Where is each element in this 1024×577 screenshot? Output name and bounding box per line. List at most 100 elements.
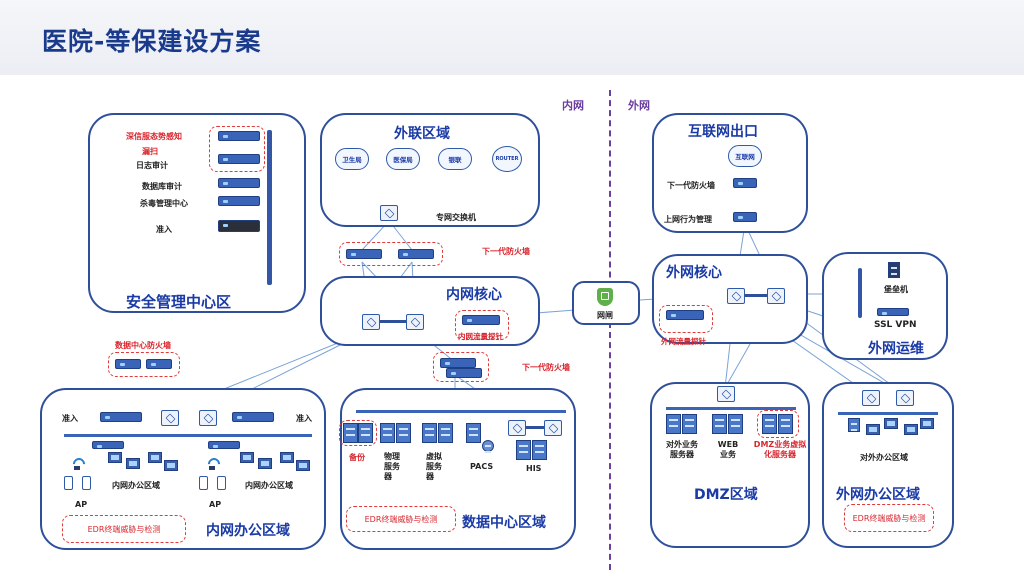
outer-probe-label: 外网流量探针 <box>661 337 706 346</box>
bastion-host-label: 堡垒机 <box>884 285 908 294</box>
mobile-device-1 <box>64 476 73 490</box>
datacenter-zone: 数据中心区域 <box>340 388 576 550</box>
security-backbone <box>267 130 272 285</box>
mobile-device-2 <box>82 476 91 490</box>
outer-core-switch-2 <box>767 288 785 304</box>
office-access-left-label: 准入 <box>62 414 78 423</box>
outer-office-pc-3 <box>904 424 918 435</box>
mid-firewall-1 <box>440 358 476 368</box>
office-area-left-label: 内网办公区域 <box>112 481 160 490</box>
dc-backbone <box>356 410 566 413</box>
outer-office-pc-2 <box>884 418 898 429</box>
inner-office-zone: 内网办公区域 <box>40 388 326 550</box>
physical-server-2 <box>396 423 411 443</box>
dc-firewall-1 <box>115 359 141 369</box>
office-pc-2 <box>126 458 140 469</box>
outer-core-title: 外网核心 <box>666 265 722 281</box>
log-audit-device <box>218 154 260 164</box>
dmz-web-server-2 <box>728 414 743 434</box>
office-switch-1 <box>161 410 179 426</box>
backup-server-2 <box>358 423 373 443</box>
dmz-web-label: WEB业务 <box>717 440 739 459</box>
dmz-virtual-server-1 <box>762 414 777 434</box>
page-title: 医院-等保建设方案 <box>42 27 262 56</box>
inner-core-switch-2 <box>406 314 424 330</box>
antivirus-device <box>218 196 260 206</box>
access-control-label: 准入 <box>156 225 172 234</box>
dmz-title: DMZ区域 <box>694 487 758 503</box>
office-access-left-device <box>100 412 142 422</box>
dc-firewall-highlight <box>108 352 180 377</box>
inner-probe-device <box>462 315 500 325</box>
internet-exit-zone: 互联网出口 <box>652 113 808 233</box>
top-firewall-1 <box>346 249 382 259</box>
vuln-scan-label: 漏扫 <box>142 147 158 156</box>
mid-firewall-label: 下一代防火墙 <box>522 363 570 372</box>
inner-office-edr: EDR终端威胁与检测 <box>62 515 186 543</box>
behavior-mgmt-label: 上网行为管理 <box>664 215 712 224</box>
exit-ngfw-label: 下一代防火墙 <box>667 181 715 190</box>
mobile-device-3 <box>199 476 208 490</box>
dmz-switch <box>717 386 735 402</box>
db-audit-device <box>218 178 260 188</box>
dmz-ext-server-2 <box>682 414 697 434</box>
dmz-virtual-label: DMZ业务虚拟化服务器 <box>753 440 807 459</box>
datacenter-edr: EDR终端威胁与检测 <box>346 506 456 532</box>
his-label: HIS <box>526 464 542 473</box>
outer-office-server <box>848 418 860 432</box>
dedicated-switch-label: 专网交换机 <box>436 213 476 222</box>
inner-core-switch-1 <box>362 314 380 330</box>
outer-office-title: 外网办公区域 <box>836 487 920 503</box>
core-stack-link <box>380 320 406 323</box>
behavior-mgmt-device <box>733 212 757 222</box>
virtual-server-2 <box>438 423 453 443</box>
his-server-2 <box>532 440 547 460</box>
outer-office-edr: EDR终端威胁与检测 <box>844 504 934 532</box>
dedicated-switch-icon <box>380 205 398 221</box>
outer-office-pc-4 <box>920 418 934 429</box>
situation-awareness-label: 深信服态势感知 <box>126 132 182 141</box>
outer-stack-link <box>745 294 767 297</box>
office-access-right-device <box>232 412 274 422</box>
office-access-right-label: 准入 <box>296 414 312 423</box>
dmz-virtual-server-2 <box>778 414 793 434</box>
antivirus-label: 杀毒管理中心 <box>140 199 188 208</box>
exit-ngfw-device <box>733 178 757 188</box>
inner-probe-label: 内网流量探针 <box>458 332 503 341</box>
pacs-server <box>466 423 481 443</box>
virtual-server-1 <box>422 423 437 443</box>
dmz-virtual-highlight <box>757 410 799 438</box>
ap-right-icon <box>205 458 219 470</box>
unionpay-cloud: 银联 <box>438 148 472 170</box>
ssl-vpn-label: SSL VPN <box>874 320 917 330</box>
sensing-scan-highlight <box>209 126 265 172</box>
inner-probe-highlight <box>455 310 509 340</box>
dc-firewall-2 <box>146 359 172 369</box>
backup-label: 备份 <box>349 453 365 462</box>
router-node: ROUTER <box>492 146 522 172</box>
ap-left-icon <box>70 458 84 470</box>
security-zone-title: 安全管理中心区 <box>126 293 232 311</box>
physical-server-label: 物理服务器 <box>384 452 400 481</box>
bastion-host-icon <box>888 262 900 278</box>
inner-core-title: 内网核心 <box>446 287 502 303</box>
office-area-right-label: 内网办公区域 <box>245 481 293 490</box>
office-switch-2 <box>199 410 217 426</box>
log-audit-label: 日志审计 <box>136 161 168 170</box>
outer-probe-highlight <box>659 305 713 333</box>
office-pc-4 <box>164 460 178 471</box>
access-control-device <box>218 220 260 232</box>
office-pc-3 <box>148 452 162 463</box>
office-pc-7 <box>280 452 294 463</box>
pacs-storage <box>482 440 494 453</box>
office-pc-8 <box>296 460 310 471</box>
pacs-label: PACS <box>470 462 494 471</box>
office-backbone <box>64 434 312 437</box>
top-firewall-2 <box>398 249 434 259</box>
virtual-server-label: 虚拟服务器 <box>426 452 442 481</box>
network-boundary <box>609 90 611 570</box>
inner-network-label: 内网 <box>562 99 584 112</box>
outer-office-area-label: 对外办公区域 <box>860 453 908 462</box>
ap-left-label: AP <box>75 500 88 509</box>
internet-cloud: 互联网 <box>728 145 762 167</box>
